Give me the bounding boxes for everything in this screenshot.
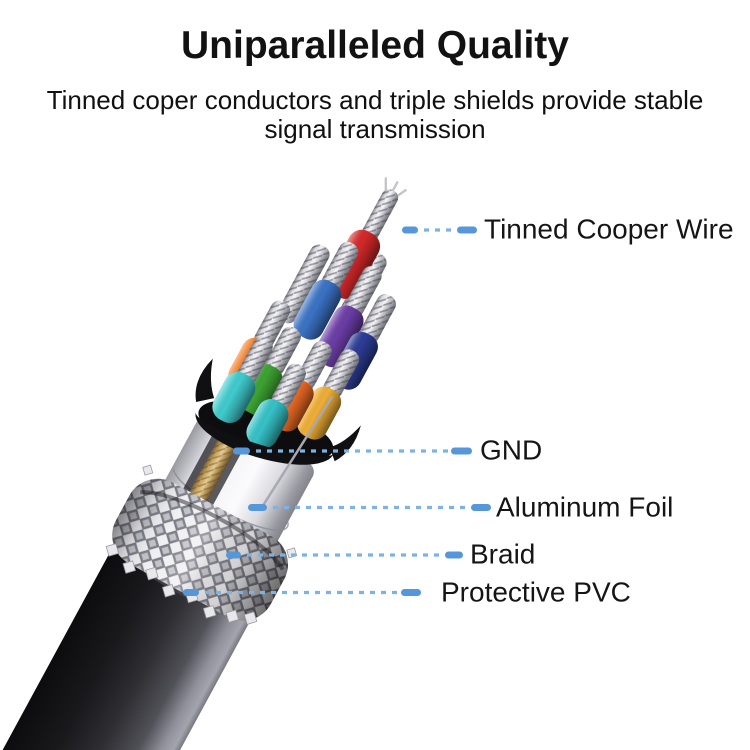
subtitle-line-1: Tinned coper conductors and triple shiel… (46, 85, 704, 115)
cable-body (0, 177, 407, 750)
callout-braid: Braid (470, 538, 536, 570)
callout-protective-pvc: Protective PVC (441, 576, 631, 608)
conductor-bundle (212, 177, 407, 449)
wire-blue (293, 241, 359, 340)
page-title: Uniparalleled Quality (181, 24, 569, 67)
wire-cyan (212, 336, 306, 449)
callout-tinned-cooper-wire: Tinned Cooper Wire (484, 213, 734, 245)
wire-green (240, 326, 301, 416)
leader-line-protective-pvc (183, 589, 421, 596)
subtitle-line-2: signal transmission (264, 114, 486, 144)
thin-steel-wire (260, 395, 334, 509)
leader-line-braid (226, 551, 463, 559)
leader-line-gnd (233, 447, 472, 455)
leader-line-tinned-cooper-wire (402, 226, 477, 234)
callout-gnd: GND (480, 434, 543, 466)
leader-line-aluminum-foil (248, 504, 491, 511)
callout-aluminum-foil: Aluminum Foil (496, 491, 674, 523)
